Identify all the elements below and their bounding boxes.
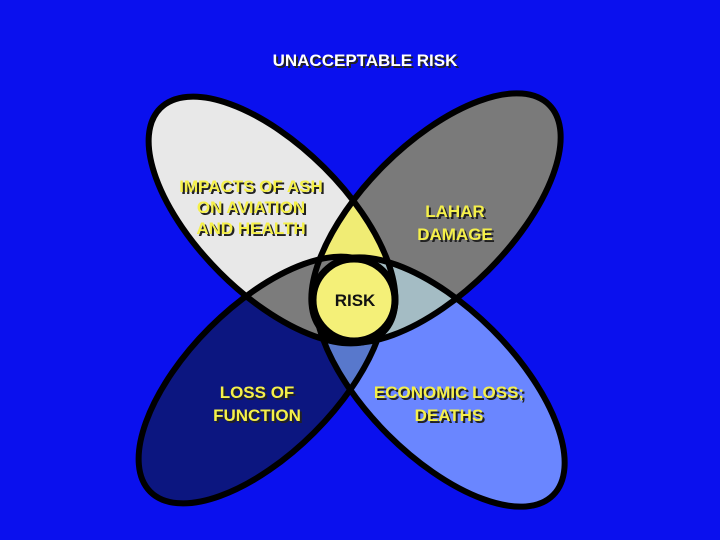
label-economic-loss: ECONOMIC LOSS; DEATHS	[374, 383, 524, 425]
label-line: AND HEALTH	[196, 219, 305, 238]
label-line: LOSS OF	[220, 383, 295, 402]
risk-center-circle	[309, 255, 399, 345]
risk-label: RISK	[335, 291, 376, 310]
label-lahar-damage: LAHAR DAMAGE	[417, 202, 493, 244]
label-loss-of-function: LOSS OF FUNCTION	[213, 383, 301, 425]
label-line: DAMAGE	[417, 225, 493, 244]
label-line: LAHAR	[425, 202, 485, 221]
label-line: ON AVIATION	[197, 198, 305, 217]
diagram-title: UNACCEPTABLE RISK	[273, 51, 459, 70]
label-line: DEATHS	[415, 406, 484, 425]
label-line: FUNCTION	[213, 406, 301, 425]
label-ash-impacts: IMPACTS OF ASH ON AVIATION AND HEALTH	[179, 177, 323, 238]
label-line: ECONOMIC LOSS;	[374, 383, 524, 402]
label-line: IMPACTS OF ASH	[179, 177, 323, 196]
